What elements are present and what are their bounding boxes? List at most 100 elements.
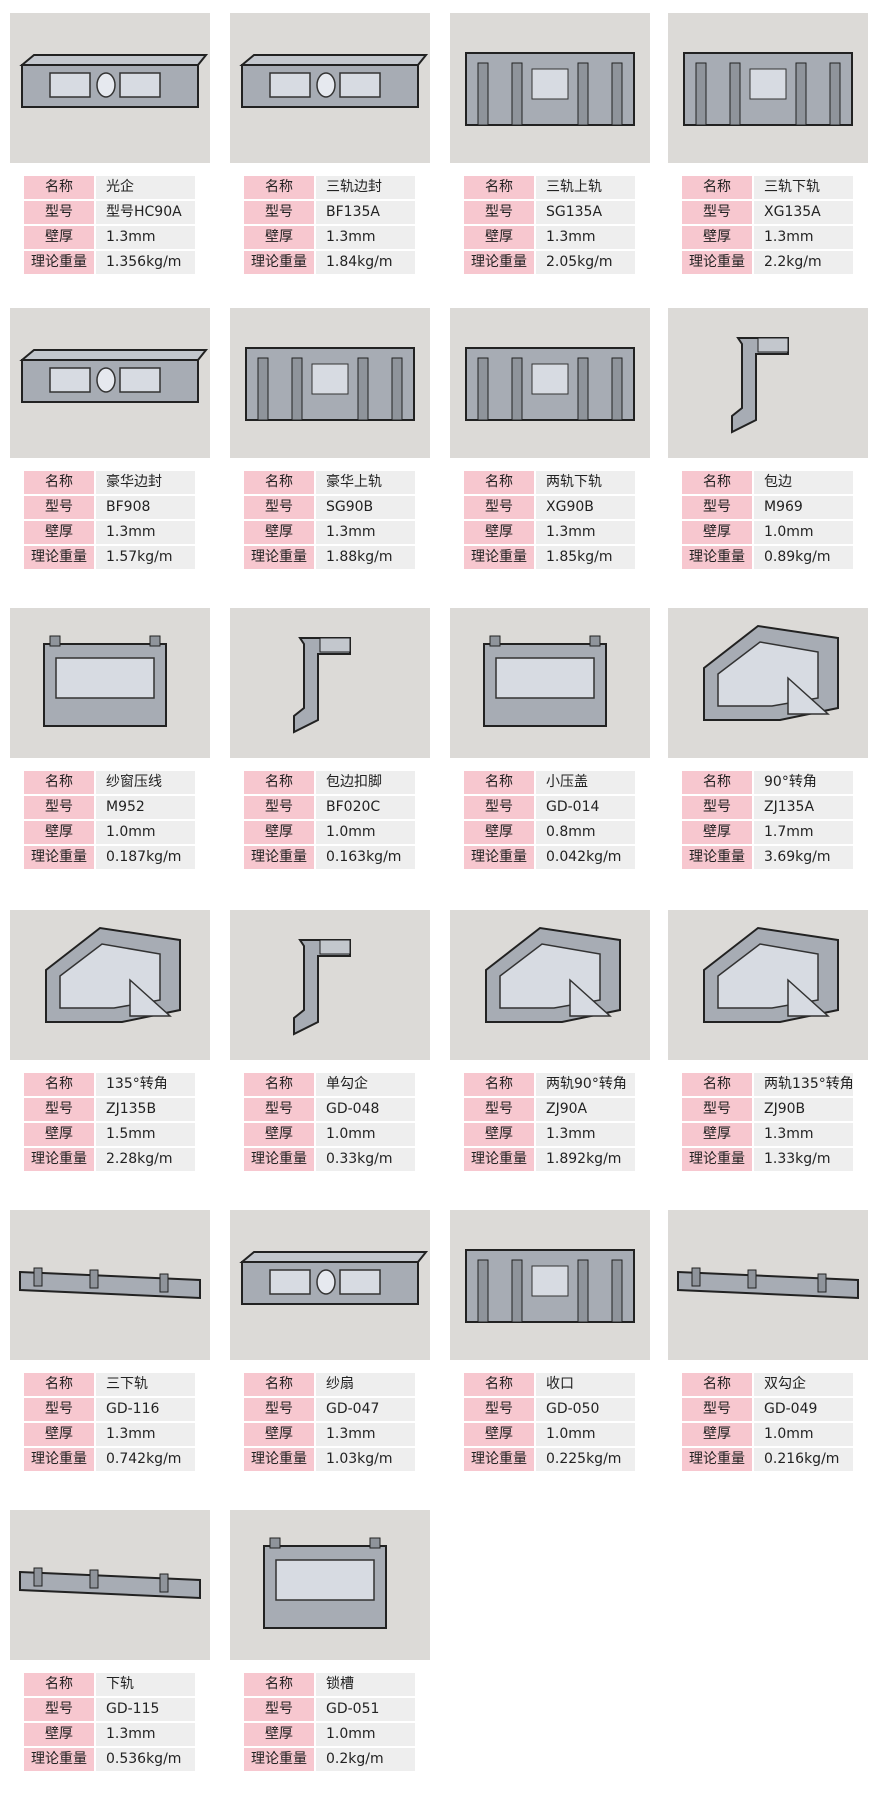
spec-model-value: BF908: [96, 496, 195, 519]
spec-model-label: 型号: [464, 496, 534, 519]
spec-weight-value: 0.042kg/m: [536, 846, 635, 869]
spec-name-row: 名称两轨135°转角: [682, 1073, 853, 1096]
profile-flat-icon: [10, 1510, 210, 1660]
spec-weight-value: 1.356kg/m: [96, 251, 195, 274]
spec-weight-label: 理论重量: [464, 1448, 534, 1471]
spec-weight-label: 理论重量: [464, 846, 534, 869]
spec-thickness-label: 壁厚: [244, 1123, 314, 1146]
spec-name-value: 90°转角: [754, 771, 853, 794]
spec-model-value: 型号HC90A: [96, 201, 195, 224]
spec-name-label: 名称: [24, 771, 94, 794]
spec-weight-label: 理论重量: [682, 1448, 752, 1471]
spec-thickness-label: 壁厚: [464, 821, 534, 844]
profile-box-icon: [10, 608, 210, 758]
spec-name-label: 名称: [682, 471, 752, 494]
spec-weight-value: 3.69kg/m: [754, 846, 853, 869]
spec-model-value: GD-115: [96, 1698, 195, 1721]
spec-name-value: 135°转角: [96, 1073, 195, 1096]
spec-thickness-value: 1.3mm: [316, 521, 415, 544]
spec-name-value: 包边扣脚: [316, 771, 415, 794]
spec-model-value: SG90B: [316, 496, 415, 519]
spec-thickness-label: 壁厚: [244, 1723, 314, 1746]
spec-thickness-label: 壁厚: [464, 521, 534, 544]
spec-name-row: 名称两轨下轨: [464, 471, 635, 494]
spec-weight-value: 1.892kg/m: [536, 1148, 635, 1171]
spec-name-row: 名称三下轨: [24, 1373, 195, 1396]
spec-name-row: 名称包边扣脚: [244, 771, 415, 794]
spec-weight-label: 理论重量: [244, 1448, 314, 1471]
spec-thickness-value: 1.3mm: [754, 226, 853, 249]
spec-name-value: 豪华上轨: [316, 471, 415, 494]
spec-name-row: 名称锁槽: [244, 1673, 415, 1696]
spec-name-label: 名称: [464, 771, 534, 794]
spec-thickness-label: 壁厚: [24, 1123, 94, 1146]
spec-thickness-value: 1.3mm: [96, 1723, 195, 1746]
profile-box-icon: [230, 1510, 430, 1660]
spec-weight-label: 理论重量: [24, 1448, 94, 1471]
spec-thickness-value: 1.3mm: [316, 226, 415, 249]
spec-thickness-label: 壁厚: [24, 821, 94, 844]
spec-weight-label: 理论重量: [244, 251, 314, 274]
spec-name-value: 豪华边封: [96, 471, 195, 494]
spec-name-label: 名称: [244, 1073, 314, 1096]
spec-name-label: 名称: [682, 771, 752, 794]
spec-name-value: 下轨: [96, 1673, 195, 1696]
spec-name-label: 名称: [24, 471, 94, 494]
spec-thickness-value: 1.0mm: [316, 821, 415, 844]
spec-model-value: M969: [754, 496, 853, 519]
spec-thickness-label: 壁厚: [682, 821, 752, 844]
spec-name-value: 两轨下轨: [536, 471, 635, 494]
spec-model-label: 型号: [24, 1698, 94, 1721]
spec-weight-value: 0.187kg/m: [96, 846, 195, 869]
spec-model-label: 型号: [24, 1098, 94, 1121]
spec-weight-value: 0.216kg/m: [754, 1448, 853, 1471]
spec-model-label: 型号: [244, 796, 314, 819]
spec-name-value: 收口: [536, 1373, 635, 1396]
spec-weight-label: 理论重量: [244, 1148, 314, 1171]
spec-name-value: 纱窗压线: [96, 771, 195, 794]
spec-weight-value: 1.88kg/m: [316, 546, 415, 569]
spec-weight-label: 理论重量: [682, 846, 752, 869]
spec-thickness-label: 壁厚: [24, 226, 94, 249]
spec-name-value: 小压盖: [536, 771, 635, 794]
spec-thickness-value: 1.0mm: [96, 821, 195, 844]
spec-name-row: 名称三轨上轨: [464, 176, 635, 199]
spec-model-value: ZJ90A: [536, 1098, 635, 1121]
spec-thickness-label: 壁厚: [24, 1723, 94, 1746]
spec-name-row: 名称三轨下轨: [682, 176, 853, 199]
spec-model-label: 型号: [244, 496, 314, 519]
spec-model-label: 型号: [682, 1398, 752, 1421]
spec-thickness-value: 1.3mm: [96, 1423, 195, 1446]
spec-name-value: 三轨下轨: [754, 176, 853, 199]
